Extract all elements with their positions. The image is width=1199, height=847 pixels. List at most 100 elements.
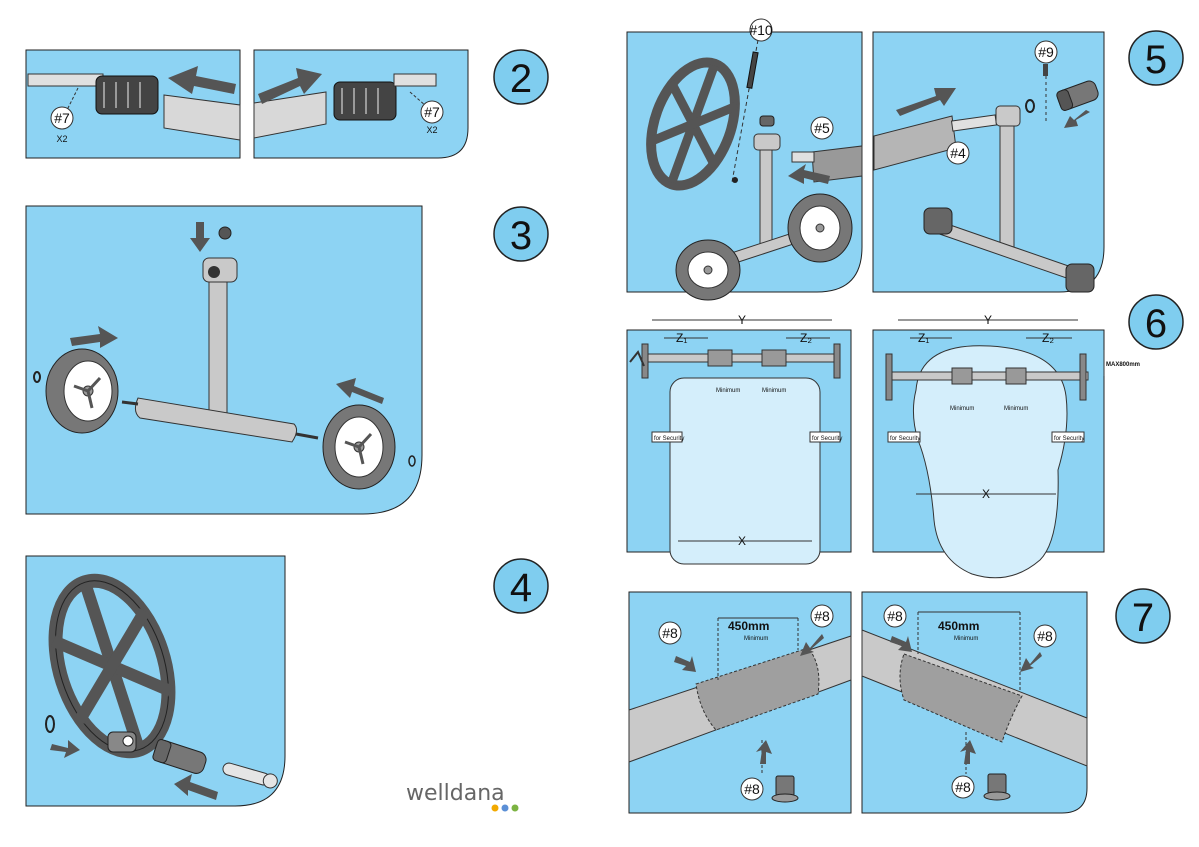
- dimension-z1: Z₁: [918, 331, 929, 345]
- part-8-badge: [658, 621, 682, 645]
- sleeve: [1056, 80, 1099, 111]
- brand-dot: [511, 804, 519, 812]
- end-cap: [1065, 263, 1095, 293]
- wheel-right: [322, 404, 396, 490]
- tube-section: [253, 91, 327, 139]
- arrow-icon: [258, 68, 322, 104]
- step-5-badge: [1128, 30, 1184, 86]
- part-5-label: #5: [814, 120, 830, 136]
- knob-icon: [759, 115, 775, 127]
- washer-icon: [408, 455, 416, 467]
- pin: [222, 762, 278, 789]
- post: [999, 117, 1015, 254]
- step-2: #7 X2 #7 X2 2: [25, 49, 549, 159]
- step-3-badge: [493, 206, 549, 262]
- part-8-label: #8: [814, 608, 830, 624]
- part-8-badge: [810, 604, 834, 628]
- security-label: for Security: [1054, 436, 1084, 442]
- arrow-icon: [70, 326, 118, 348]
- step-5: #10 #5 #4: [626, 18, 1184, 301]
- tube: [393, 73, 437, 87]
- axle: [134, 397, 298, 443]
- step-6: Y Z₁ Z₂ Minimum Minimum for Security for…: [626, 294, 1184, 579]
- quantity-label: X2: [56, 134, 67, 144]
- bolt-icon: [746, 51, 759, 89]
- post-head: [202, 257, 238, 283]
- part-5-badge: [810, 116, 834, 140]
- reel-tube: [889, 371, 1089, 381]
- screw-icon: [983, 773, 1011, 801]
- sleeve: [152, 739, 207, 774]
- post-head: [753, 133, 781, 151]
- part-8-label: #8: [662, 625, 678, 641]
- reel-wheel: [646, 57, 740, 191]
- part-7-label: #7: [424, 104, 440, 120]
- tube-section: [163, 94, 241, 141]
- minimum-label: Minimum: [762, 388, 786, 394]
- part-9-label: #9: [1038, 44, 1054, 60]
- reel-wheel: [48, 573, 176, 759]
- pool-rectangular: [669, 377, 821, 565]
- dimension-z1: Z₁: [676, 331, 687, 345]
- part-8-badge: [951, 775, 975, 799]
- part-8-label: #8: [1037, 628, 1053, 644]
- part-8-badge: [883, 604, 907, 628]
- bolt-icon: [1043, 64, 1048, 76]
- post-head: [995, 105, 1021, 127]
- step-6-badge: [1128, 294, 1184, 350]
- arrow-icon: [890, 636, 912, 652]
- post: [759, 144, 773, 251]
- tube-section: [811, 145, 863, 183]
- part-7-badge: [420, 100, 444, 124]
- minimum-label: Minimum: [744, 636, 768, 642]
- arrow-icon: [960, 740, 976, 764]
- part-10-badge: [749, 18, 773, 42]
- part-4-label: #4: [950, 145, 966, 161]
- dimension-x: X: [982, 487, 990, 501]
- arrow-icon: [788, 164, 830, 184]
- dimension-z2: Z₂: [800, 331, 812, 345]
- washer-icon: [1025, 99, 1035, 113]
- wheel-left: [675, 239, 741, 301]
- step-5-panel-right: [872, 31, 1105, 293]
- arrow-icon: [674, 656, 696, 672]
- part-10-label: #10: [749, 22, 773, 38]
- dimension-x: X: [738, 534, 746, 548]
- step-7: 450mm Minimum #8 #8 #8 450mm Minimum #8 …: [628, 588, 1171, 814]
- part-8-badge: [1033, 624, 1057, 648]
- quantity-label: X2: [426, 125, 437, 135]
- part-8-badge: [740, 777, 764, 801]
- arrow-icon: [896, 88, 956, 116]
- arrow-icon: [336, 378, 384, 404]
- joint-sleeve: [695, 647, 820, 731]
- minimum-label: Minimum: [716, 388, 740, 394]
- minimum-label: Minimum: [1004, 406, 1028, 412]
- minimum-label: Minimum: [950, 406, 974, 412]
- part-8-label: #8: [887, 608, 903, 624]
- measure-label: 450mm: [728, 619, 769, 633]
- security-label: for Security: [654, 436, 684, 442]
- wheel-right: [787, 193, 853, 263]
- brand-dot: [501, 804, 509, 812]
- dimension-y: Y: [738, 313, 746, 327]
- tube: [27, 73, 104, 87]
- washer-icon: [33, 371, 41, 383]
- step-4: 4: [25, 555, 549, 807]
- minimum-label: Minimum: [954, 636, 978, 642]
- brand-logo: welldana: [406, 781, 519, 812]
- step-7-number: 7: [1132, 596, 1154, 640]
- joint-sleeve: [899, 653, 1023, 743]
- post: [208, 267, 228, 417]
- security-label: for Security: [890, 436, 920, 442]
- step-4-badge: [493, 558, 549, 614]
- part-7-label: #7: [54, 110, 70, 126]
- measure-label: 450mm: [938, 619, 979, 633]
- pool-freeform: [912, 345, 1068, 579]
- part-7-badge: [50, 106, 74, 130]
- step-5-number: 5: [1145, 38, 1167, 82]
- arrow-icon: [756, 740, 772, 764]
- wheel-left: [45, 348, 119, 434]
- step-3: 3: [25, 205, 549, 515]
- brand-dot: [491, 804, 499, 812]
